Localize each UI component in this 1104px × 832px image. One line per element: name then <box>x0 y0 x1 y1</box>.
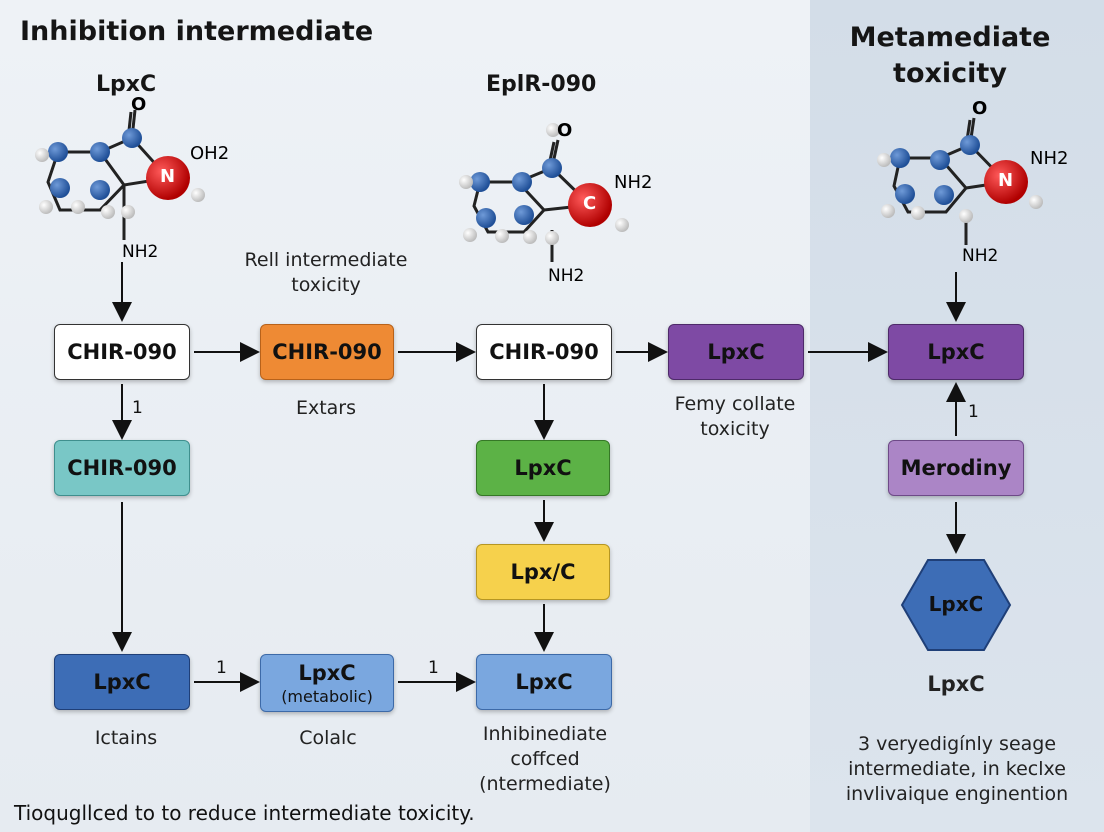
footer-note: Tioqugllced to to reduce intermediate to… <box>14 801 475 825</box>
box-label: LpxC <box>514 456 572 480</box>
molecule-middle-nh: NH2 <box>614 172 653 193</box>
molecule-middle-center: C <box>583 193 597 214</box>
molecule-middle-title: EplR-090 <box>486 72 597 97</box>
molecule-left-center: N <box>160 166 176 187</box>
molecule-left-oh: OH2 <box>190 143 230 164</box>
molecule-middle-nh-side: NH2 <box>548 266 585 286</box>
box-lpxc-yellow[interactable]: Lpx/C <box>476 544 610 600</box>
box-label: CHIR-090 <box>272 340 382 364</box>
caption-rell: Rell intermediate toxicity <box>244 249 408 296</box>
box-chir-090-start[interactable]: CHIR-090 <box>54 324 190 380</box>
box-label: Lpx/C <box>510 560 576 584</box>
step-label-dblue-lblue: 1 <box>216 658 227 678</box>
heading-right: Metamediate toxicity <box>849 22 1051 89</box>
step-label-teal: 1 <box>132 398 143 418</box>
caption-extars: Extars <box>295 397 357 419</box>
caption-inhib: Inhibinediate coffced (ntermediate) <box>479 723 611 795</box>
box-label: CHIR-090 <box>67 456 177 480</box>
hexagon-shape <box>900 559 1012 651</box>
caption-colalc: Colalc <box>299 727 357 749</box>
box-lpxc-light-blue[interactable]: LpxC <box>476 654 612 710</box>
box-chir-090-teal[interactable]: CHIR-090 <box>54 440 190 496</box>
molecule-right-nh: NH2 <box>1030 148 1069 169</box>
box-label: CHIR-090 <box>67 340 177 364</box>
hexagon-label[interactable]: LpxC <box>928 592 984 616</box>
caption-hex: LpxC <box>927 672 985 696</box>
atoms-left <box>35 128 205 219</box>
box-lpxc-purple[interactable]: LpxC <box>668 324 804 380</box>
box-lpxc-metabolic[interactable]: LpxC (metabolic) <box>260 654 394 712</box>
caption-veryed: 3 veryedigínly seage intermediate, in ke… <box>845 733 1069 805</box>
box-chir-090-orange[interactable]: CHIR-090 <box>260 324 394 380</box>
box-lpxc-green[interactable]: LpxC <box>476 440 610 496</box>
atoms-right <box>877 135 1043 223</box>
atoms-middle <box>459 123 629 245</box>
box-label: LpxC <box>515 670 573 694</box>
heading-left: Inhibition intermediate <box>20 16 374 47</box>
caption-ictains: Ictains <box>94 727 158 749</box>
box-label: CHIR-090 <box>489 340 599 364</box>
step-label-lblue-lblue2: 1 <box>428 658 439 678</box>
box-lpxc-right-purple[interactable]: LpxC <box>888 324 1024 380</box>
molecule-right-center: N <box>998 170 1014 191</box>
box-label: Merodiny <box>900 456 1012 480</box>
box-sublabel: (metabolic) <box>281 686 373 706</box>
box-label: LpxC <box>927 340 985 364</box>
step-label-merodiny: 1 <box>968 402 979 422</box>
box-label: LpxC <box>93 670 151 694</box>
arrows <box>112 262 966 692</box>
molecule-right-nh-side: NH2 <box>962 246 999 266</box>
box-label: LpxC <box>298 660 356 685</box>
box-lpxc-dark-blue[interactable]: LpxC <box>54 654 190 710</box>
box-chir-090-middle[interactable]: CHIR-090 <box>476 324 612 380</box>
box-merodiny[interactable]: Merodiny <box>888 440 1024 496</box>
molecule-left-o: O <box>131 94 147 115</box>
molecule-left-nh: NH2 <box>122 242 159 262</box>
caption-femy: Femy collate toxicity <box>674 393 796 440</box>
molecule-right-o: O <box>972 98 988 119</box>
box-label: LpxC <box>707 340 765 364</box>
molecule-left-title: LpxC <box>96 72 157 97</box>
molecule-middle-o: O <box>557 120 573 141</box>
